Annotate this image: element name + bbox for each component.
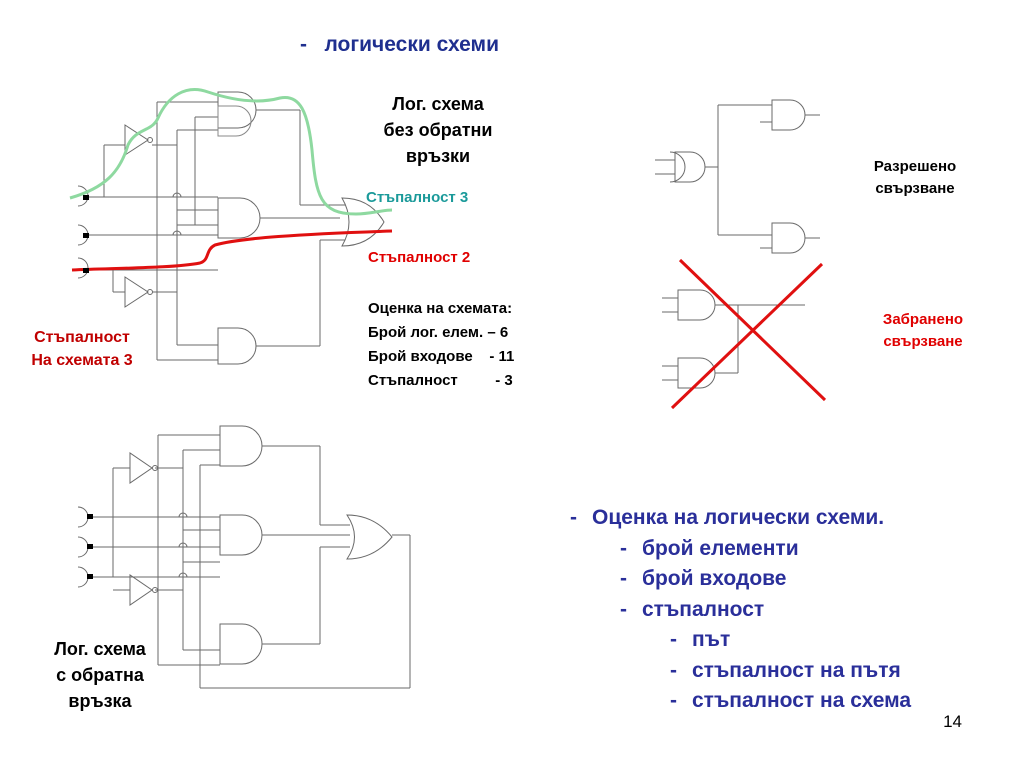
allowed-connection-label: Разрешено свързване	[850, 156, 980, 200]
green-path-line	[69, 88, 393, 216]
forbidden-line: свързване	[883, 333, 963, 350]
diagram1-caption: Лог. схема без обратни връзки	[358, 91, 518, 169]
allowed-line: Разрешено	[873, 158, 957, 175]
caption-line: без обратни	[383, 120, 493, 140]
path-label-green: Стъпалност 3	[366, 189, 469, 206]
bullet-item: -брой входове	[570, 564, 911, 595]
bullet-text: стъпалност	[642, 597, 765, 621]
bullet-text: стъпалност на пътя	[692, 658, 901, 682]
circuit-with-feedback	[77, 425, 411, 689]
bullet-dash: -	[570, 506, 577, 529]
bullet-dash: -	[620, 567, 627, 590]
bullet-item: -брой елементи	[570, 534, 911, 565]
scheme-depth-label: Стъпалност На схемата 3	[12, 326, 152, 372]
slide-title: - логически схеми	[300, 33, 499, 56]
assessment-line: Брой входове - 11	[368, 348, 515, 365]
forbidden-cross-line-2	[670, 262, 824, 410]
bullet-item: -Оценка на логически схеми.	[570, 503, 911, 534]
bullet-text: брой елементи	[642, 536, 799, 560]
bullet-dash: -	[670, 658, 677, 682]
bullet-text: стъпалност на схема	[692, 689, 912, 712]
assessment-line: Брой лог. елем. – 6	[368, 324, 509, 341]
caption-line: с обратна	[56, 665, 144, 685]
bullet-dash: -	[620, 536, 627, 560]
bullet-text: път	[692, 628, 731, 651]
diagram2-caption: Лог. схема с обратна връзка	[30, 636, 170, 714]
bullet-text: Оценка на логически схеми.	[592, 506, 885, 529]
scheme-depth-line: На схемата 3	[31, 352, 133, 369]
forbidden-connection-diagram	[662, 289, 805, 389]
bullet-dash: -	[670, 628, 677, 651]
page-number: 14	[943, 712, 962, 731]
caption-line: връзка	[68, 691, 132, 711]
bullet-item: -стъпалност на схема	[570, 686, 911, 717]
bullet-dash: -	[620, 597, 627, 621]
assessment-line: Оценка на схемата:	[368, 300, 513, 317]
forbidden-connection-label: Забранено свързване	[858, 309, 988, 353]
path-label-red: Стъпалност 2	[368, 249, 471, 266]
allowed-connection-diagram	[655, 99, 820, 254]
bullet-text: брой входове	[642, 567, 787, 590]
caption-line: Лог. схема	[54, 639, 146, 659]
bullet-item: -стъпалност на пътя	[570, 656, 911, 687]
assessment-line: Стъпалност - 3	[368, 372, 513, 389]
bullet-list: -Оценка на логически схеми. -брой елемен…	[570, 503, 911, 717]
scheme-depth-line: Стъпалност	[34, 329, 130, 346]
bullet-item: -път	[570, 625, 911, 656]
bullet-item: -стъпалност	[570, 595, 911, 626]
bullet-dash: -	[670, 689, 677, 712]
circuit-no-feedback	[77, 91, 385, 365]
caption-line: връзки	[405, 146, 471, 166]
forbidden-line: Забранено	[882, 311, 964, 328]
allowed-line: свързване	[875, 180, 955, 197]
assessment-block: Оценка на схемата: Брой лог. елем. – 6 Б…	[368, 297, 514, 393]
caption-line: Лог. схема	[392, 94, 484, 114]
red-path-line	[71, 229, 393, 272]
